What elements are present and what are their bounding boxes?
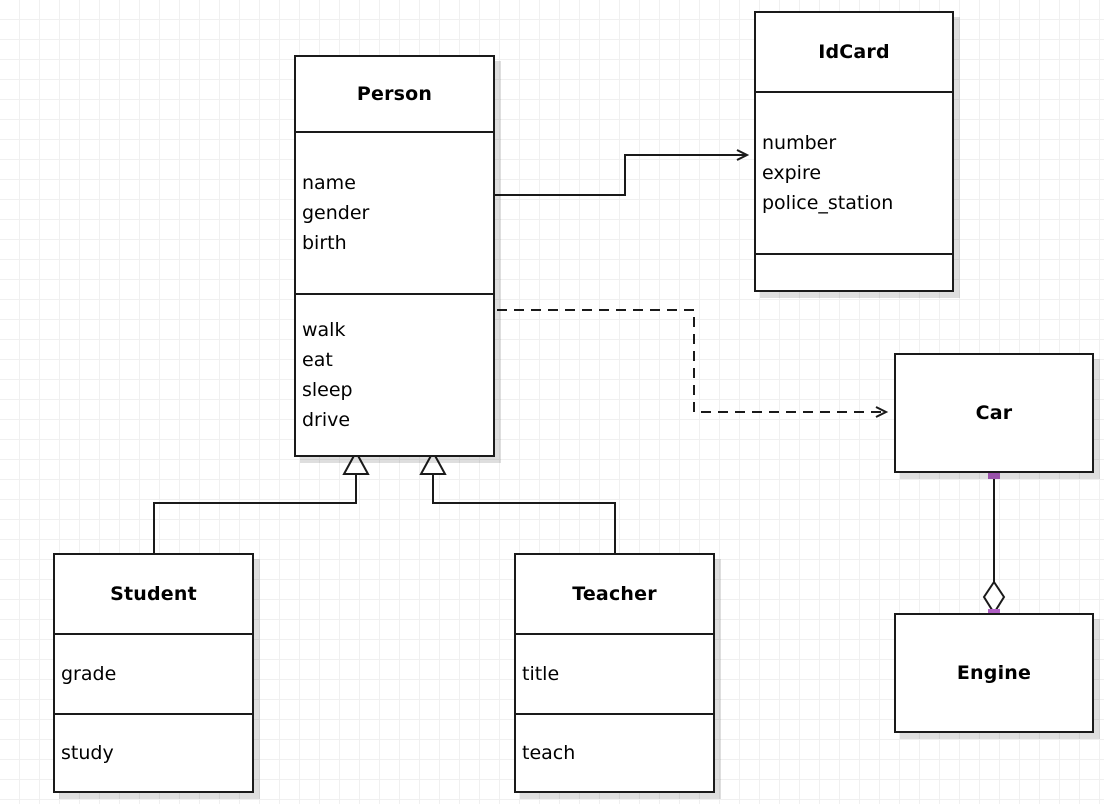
- method-item: walk: [302, 319, 346, 341]
- attribute-item: gender: [302, 202, 370, 224]
- class-box-student[interactable]: Student grade study: [53, 553, 254, 793]
- class-attributes-teacher[interactable]: title: [516, 633, 713, 713]
- attribute-item: birth: [302, 232, 347, 254]
- class-name-engine: Engine: [956, 662, 1032, 684]
- class-methods-teacher[interactable]: teach: [516, 713, 713, 791]
- class-name-teacher: Teacher: [572, 583, 657, 605]
- class-box-car[interactable]: Car: [894, 353, 1094, 473]
- class-box-idcard[interactable]: IdCard number expire police_station: [754, 11, 954, 292]
- attribute-item: expire: [762, 162, 822, 184]
- class-box-teacher[interactable]: Teacher title teach: [514, 553, 715, 793]
- attribute-item: grade: [61, 663, 117, 685]
- attribute-item: number: [762, 132, 837, 154]
- edge-person-idcard[interactable]: [495, 149, 750, 196]
- class-name-student: Student: [110, 583, 197, 605]
- class-name-idcard: IdCard: [818, 41, 890, 63]
- method-item: study: [61, 742, 114, 764]
- class-attributes-student[interactable]: grade: [55, 633, 252, 713]
- method-item: sleep: [302, 379, 353, 401]
- edge-car-engine[interactable]: [982, 473, 1006, 615]
- edge-teacher-person[interactable]: [419, 449, 616, 553]
- edge-person-car[interactable]: [497, 309, 889, 418]
- edge-student-person[interactable]: [153, 449, 370, 553]
- class-attributes-person[interactable]: name gender birth: [296, 131, 493, 293]
- method-item: eat: [302, 349, 333, 371]
- attribute-item: name: [302, 172, 356, 194]
- class-box-person[interactable]: Person name gender birth walk eat sleep …: [294, 55, 495, 457]
- class-methods-person[interactable]: walk eat sleep drive: [296, 293, 493, 455]
- class-name-car: Car: [975, 402, 1013, 424]
- class-methods-student[interactable]: study: [55, 713, 252, 791]
- method-item: teach: [522, 742, 576, 764]
- method-item: drive: [302, 409, 351, 431]
- attribute-item: title: [522, 663, 560, 685]
- class-name-person: Person: [356, 83, 433, 105]
- class-box-engine[interactable]: Engine: [894, 613, 1094, 733]
- class-attributes-idcard[interactable]: number expire police_station: [756, 91, 952, 253]
- attribute-item: police_station: [762, 192, 894, 214]
- class-methods-idcard[interactable]: [756, 253, 952, 290]
